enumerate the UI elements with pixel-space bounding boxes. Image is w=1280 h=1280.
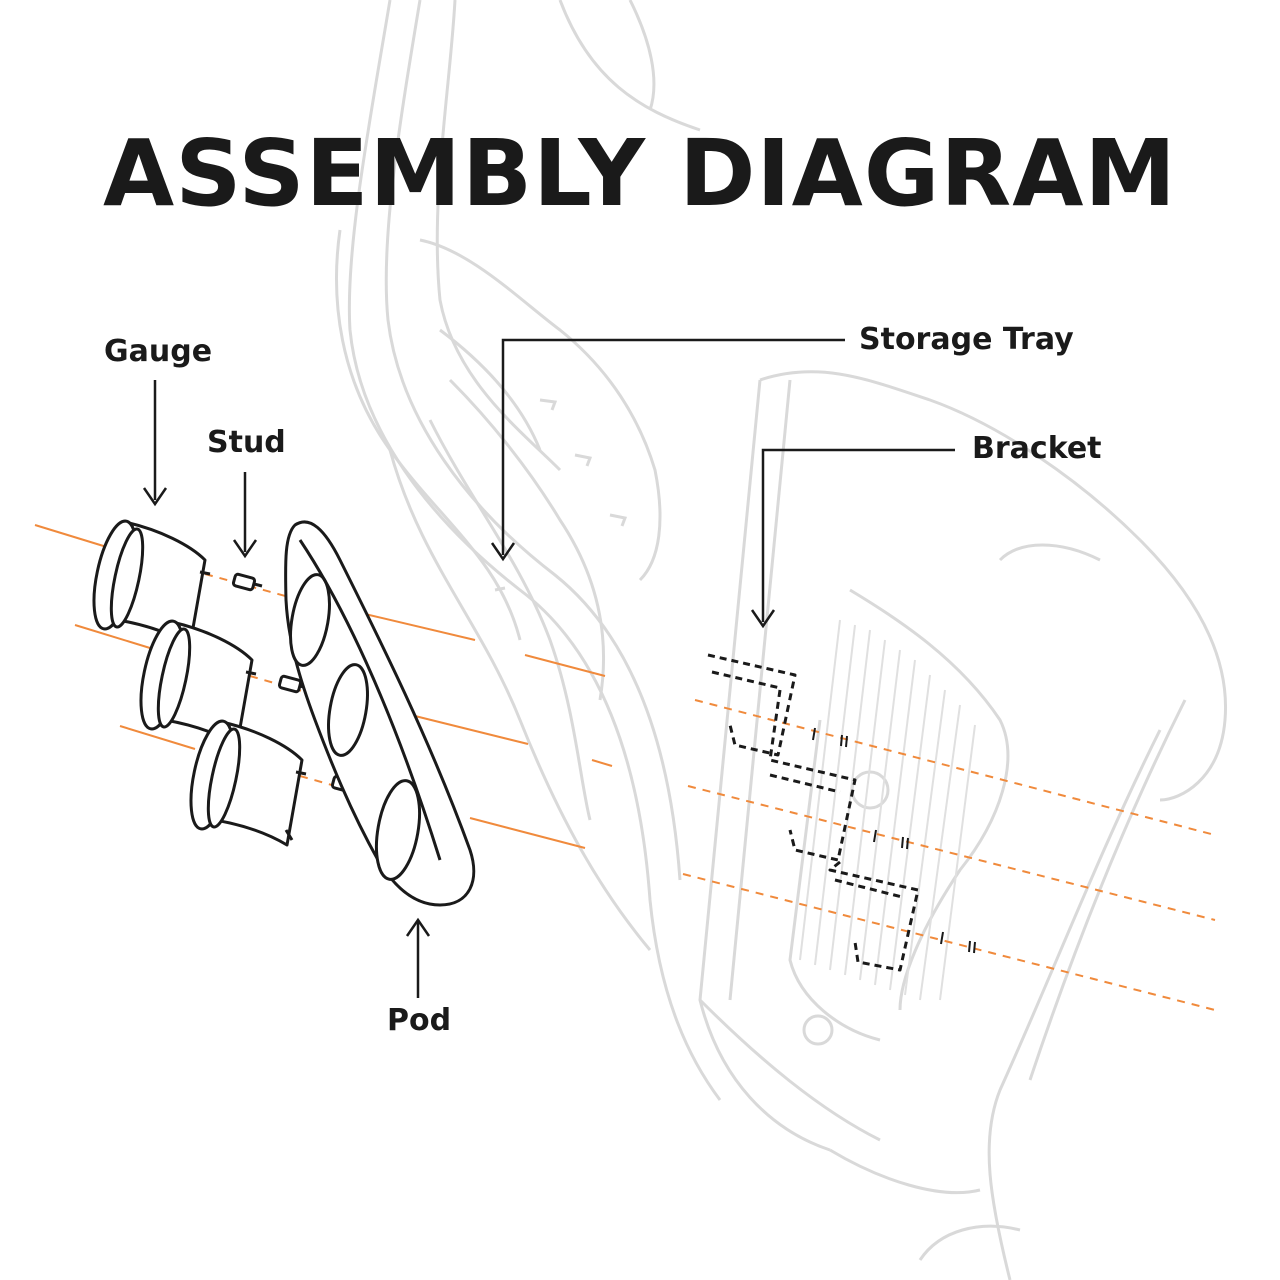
guide-line-1d	[524, 654, 606, 677]
guide-dashed-2	[687, 785, 1216, 921]
page-title: ASSEMBLY DIAGRAM	[103, 120, 1177, 227]
gauge-2	[139, 619, 257, 747]
storage-tray-arrow	[490, 338, 845, 562]
bracket-arrow	[750, 448, 955, 629]
bracket-label: Bracket	[972, 431, 1102, 466]
gauge-3	[189, 719, 307, 847]
bracket-hardware	[812, 727, 976, 954]
storage-tray-label: Storage Tray	[859, 322, 1074, 357]
stud-1	[231, 572, 263, 592]
stud-label: Stud	[207, 425, 286, 460]
bracket	[707, 653, 920, 972]
guide-line-2c	[414, 715, 529, 745]
gauge-1	[92, 519, 211, 647]
guide-line-2a	[74, 624, 151, 649]
guide-line-1c	[364, 613, 476, 641]
guide-line-3c	[469, 817, 586, 849]
gauge-arrow	[142, 380, 168, 507]
pod	[284, 520, 476, 907]
guide-line-1a	[34, 524, 111, 549]
guide-line-2d	[591, 759, 613, 767]
guide-dashed-3	[682, 873, 1216, 1011]
pod-label: Pod	[387, 1003, 452, 1038]
gauge-label: Gauge	[104, 334, 213, 369]
pod-arrow	[405, 917, 431, 998]
guide-line-3a	[119, 725, 196, 750]
stud-arrow	[232, 472, 258, 559]
